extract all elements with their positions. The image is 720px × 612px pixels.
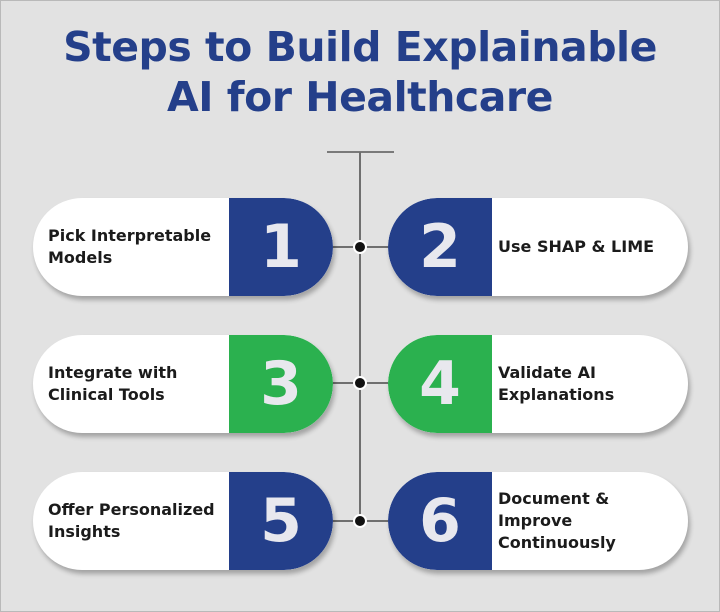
step-card-4: 4 Validate AI Explanations bbox=[388, 335, 688, 433]
junction-dot-row-3 bbox=[353, 514, 367, 528]
step-number: 2 bbox=[388, 198, 492, 296]
junction-dot-row-1 bbox=[353, 240, 367, 254]
title-line-2: AI for Healthcare bbox=[167, 73, 553, 121]
step-label: Document & Improve Continuously bbox=[498, 489, 616, 552]
timeline-vertical-line bbox=[359, 152, 361, 524]
junction-dot-row-2 bbox=[353, 376, 367, 390]
step-label: Integrate with Clinical Tools bbox=[48, 363, 178, 404]
step-label: Pick Interpretable Models bbox=[48, 226, 212, 267]
timeline-top-bar bbox=[327, 151, 394, 153]
step-label: Use SHAP & LIME bbox=[498, 237, 655, 256]
step-card-3: Integrate with Clinical Tools 3 bbox=[33, 335, 333, 433]
step-card-6: 6 Document & Improve Continuously bbox=[388, 472, 688, 570]
page-title: Steps to Build Explainable AI for Health… bbox=[0, 22, 720, 122]
title-line-1: Steps to Build Explainable bbox=[63, 23, 657, 71]
step-card-5: Offer Personalized Insights 5 bbox=[33, 472, 333, 570]
step-number: 3 bbox=[229, 335, 333, 433]
step-number: 5 bbox=[229, 472, 333, 570]
step-card-2: 2 Use SHAP & LIME bbox=[388, 198, 688, 296]
step-number: 4 bbox=[388, 335, 492, 433]
step-number: 6 bbox=[388, 472, 492, 570]
step-number: 1 bbox=[229, 198, 333, 296]
step-label: Offer Personalized Insights bbox=[48, 500, 215, 541]
step-card-1: Pick Interpretable Models 1 bbox=[33, 198, 333, 296]
step-label: Validate AI Explanations bbox=[498, 363, 615, 404]
